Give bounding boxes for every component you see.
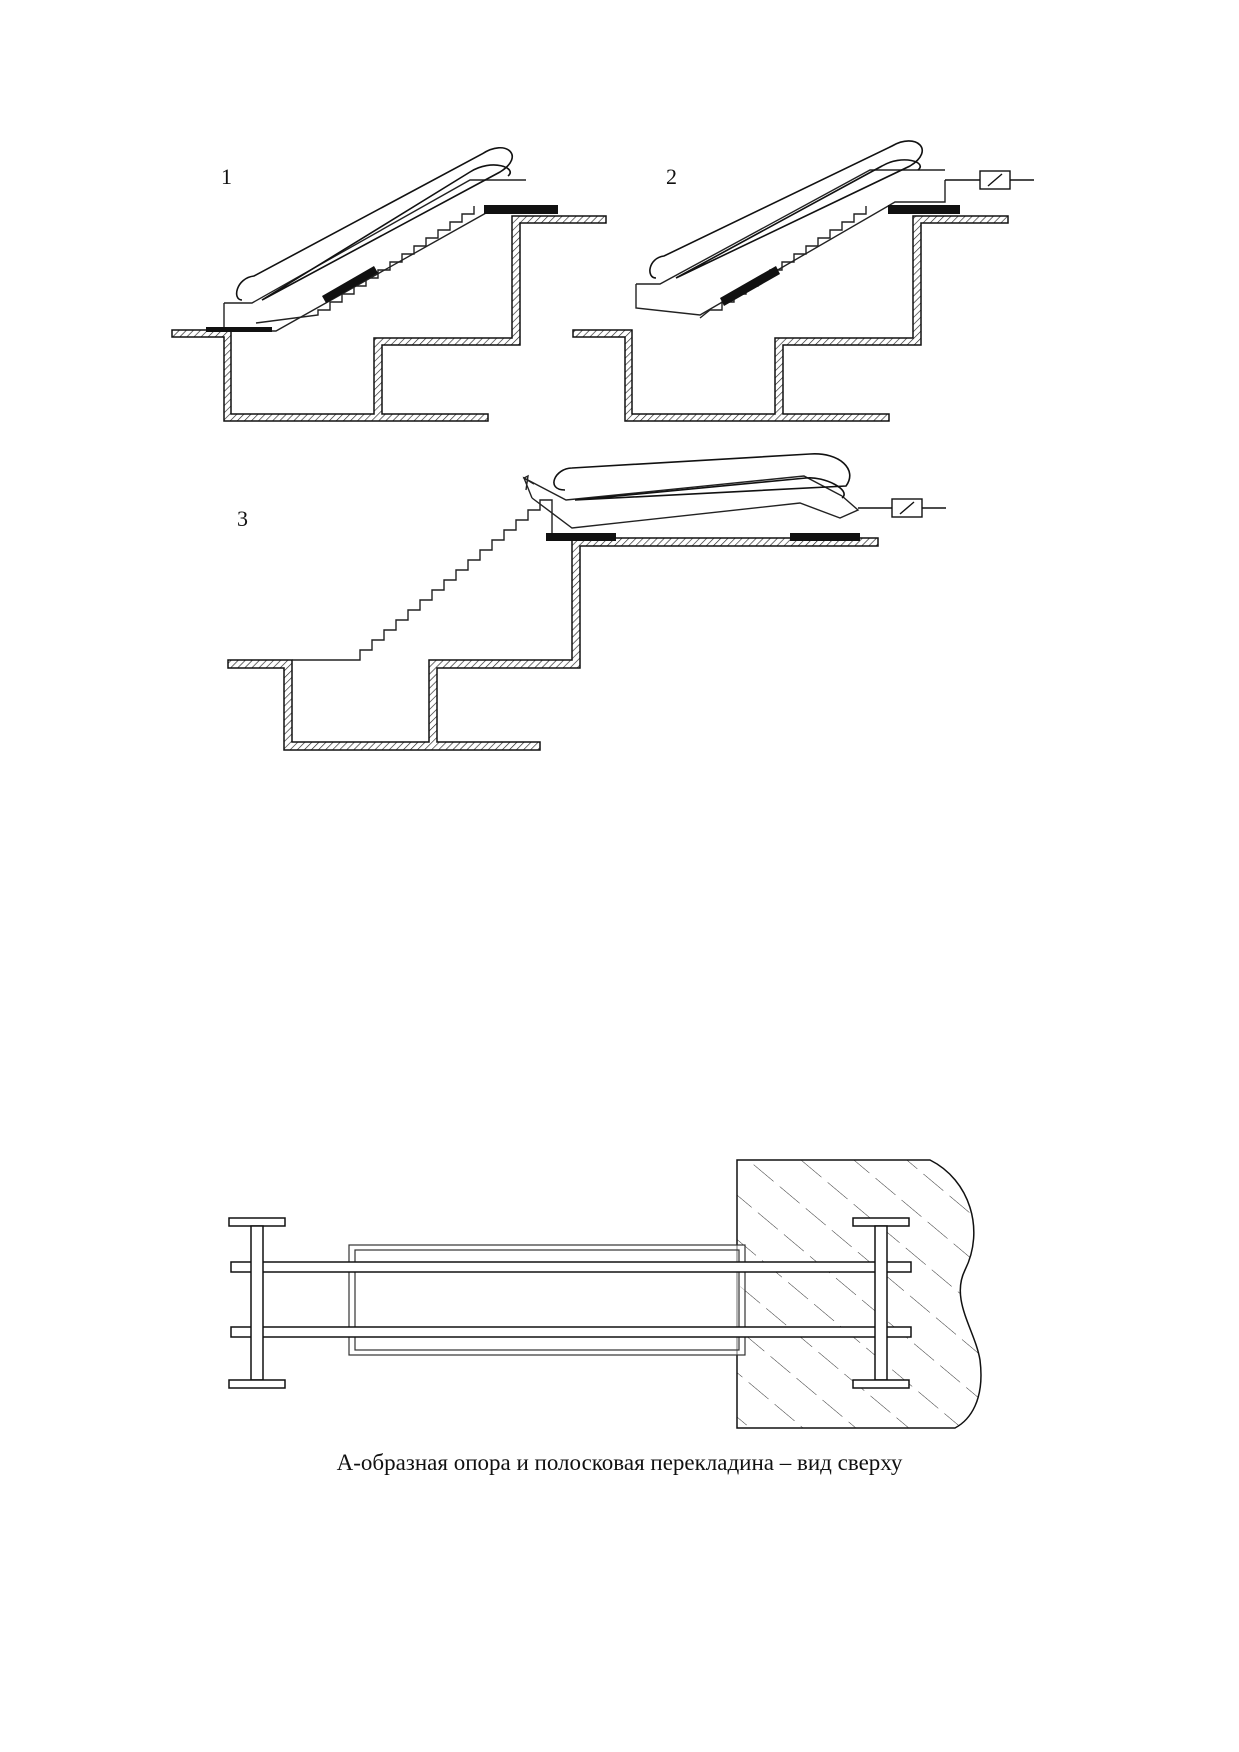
concrete-slab (736, 1159, 982, 1429)
figure-number: 2 (666, 164, 677, 189)
rails (230, 1261, 912, 1338)
drive-control-box (945, 170, 1034, 190)
top-view-drawing (228, 1159, 982, 1429)
pit-wall (227, 537, 879, 751)
escalator-truss (223, 179, 526, 332)
upper-landing-support (484, 205, 558, 214)
drive-control-box (858, 498, 946, 518)
escalator-truss (635, 169, 946, 319)
figure-number: 1 (221, 164, 232, 189)
pit-wall (171, 215, 607, 422)
staircase (292, 499, 553, 661)
handrail (649, 140, 923, 279)
handrail (235, 147, 513, 301)
figure-number: 3 (237, 506, 248, 531)
escalator-truss (522, 474, 860, 529)
lower-landing-support (206, 327, 272, 332)
figure-caption: А-образная опора и полосковая перекладин… (336, 1450, 903, 1475)
figure-1-drawing (171, 147, 607, 422)
figure-2-drawing (572, 140, 1034, 422)
pit-wall (572, 215, 1009, 422)
upper-landing-support (888, 205, 960, 214)
left-a-frame-support (228, 1217, 286, 1389)
truss-support-plate (720, 266, 780, 306)
upper-landing-support (546, 533, 616, 541)
lower-landing-support (790, 533, 860, 541)
truss-support-plate (322, 266, 378, 303)
handrail (553, 453, 851, 501)
figure-3-drawing (227, 453, 946, 751)
right-a-frame-support (852, 1217, 910, 1389)
